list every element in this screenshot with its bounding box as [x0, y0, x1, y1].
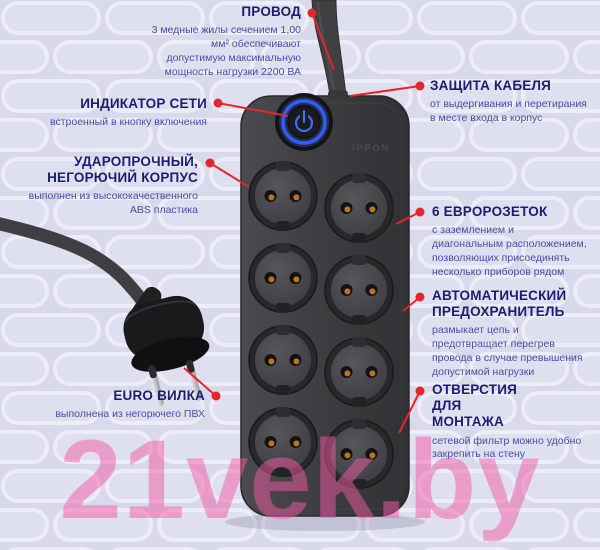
callout-cable-protection-title: ЗАЩИТА КАБЕЛЯ — [430, 78, 552, 93]
power-strip: IPPON — [240, 90, 410, 517]
power-indicator-ring — [281, 99, 327, 145]
callout-fuse-title: АВТОМАТИЧЕСКИЙ ПРЕДОХРАНИТЕЛЬ — [432, 288, 567, 320]
socket[interactable] — [324, 336, 394, 408]
callout-fuse: АВТОМАТИЧЕСКИЙ ПРЕДОХРАНИТЕЛЬ размыкает … — [432, 288, 597, 380]
power-icon — [294, 109, 314, 133]
socket[interactable] — [324, 172, 394, 244]
callout-housing-body: выполнен из высококачественного ABS плас… — [28, 190, 198, 217]
callout-cable-protection-body: от выдергивания и перетирания в месте вх… — [430, 98, 587, 125]
socket[interactable] — [248, 324, 318, 396]
device-shadow — [225, 513, 425, 531]
callout-sockets-title: 6 ЕВРОРОЗЕТОК — [432, 204, 548, 219]
callout-plug-body: выполнена из негорючего ПВХ — [55, 408, 205, 421]
callout-mounting: ОТВЕРСТИЯ ДЛЯ МОНТАЖА сетевой фильтр мож… — [432, 382, 582, 462]
socket[interactable] — [324, 254, 394, 326]
device-logo: IPPON — [352, 143, 390, 153]
callout-power-indicator-body: встроенный в кнопку включения — [50, 116, 207, 129]
cable-entry-grommet — [328, 90, 348, 100]
callout-plug: EURO ВИЛКА выполнена из негорючего ПВХ — [35, 388, 205, 422]
socket[interactable] — [248, 406, 318, 478]
callout-housing-title: УДАРОПРОЧНЫЙ, НЕГОРЮЧИЙ КОРПУС — [47, 154, 198, 186]
callout-cord-body: 3 медные жилы сечением 1,00 мм² обеспечи… — [151, 24, 301, 78]
callout-sockets-body: с заземлением и диагональным расположени… — [432, 224, 587, 278]
callout-cord: ПРОВОД 3 медные жилы сечением 1,00 мм² о… — [151, 4, 301, 80]
callout-housing: УДАРОПРОЧНЫЙ, НЕГОРЮЧИЙ КОРПУС выполнен … — [23, 154, 198, 218]
callout-power-indicator: ИНДИКАТОР СЕТИ встроенный в кнопку включ… — [37, 96, 207, 130]
callout-cord-title: ПРОВОД — [241, 4, 301, 19]
power-button[interactable] — [275, 93, 333, 151]
socket[interactable] — [248, 160, 318, 232]
socket[interactable] — [248, 242, 318, 314]
callout-sockets: 6 ЕВРОРОЗЕТОК с заземлением и диагональн… — [432, 204, 587, 280]
callout-plug-title: EURO ВИЛКА — [113, 388, 205, 403]
callout-mounting-body: сетевой фильтр можно удобно закрепить на… — [432, 434, 582, 461]
socket[interactable] — [324, 418, 394, 490]
callout-fuse-body: размыкает цепь и предотвращает перегрев … — [432, 324, 583, 378]
callout-cable-protection: ЗАЩИТА КАБЕЛЯ от выдергивания и перетира… — [430, 78, 590, 126]
callout-power-indicator-title: ИНДИКАТОР СЕТИ — [80, 96, 207, 111]
callout-mounting-title: ОТВЕРСТИЯ ДЛЯ МОНТАЖА — [432, 382, 518, 430]
